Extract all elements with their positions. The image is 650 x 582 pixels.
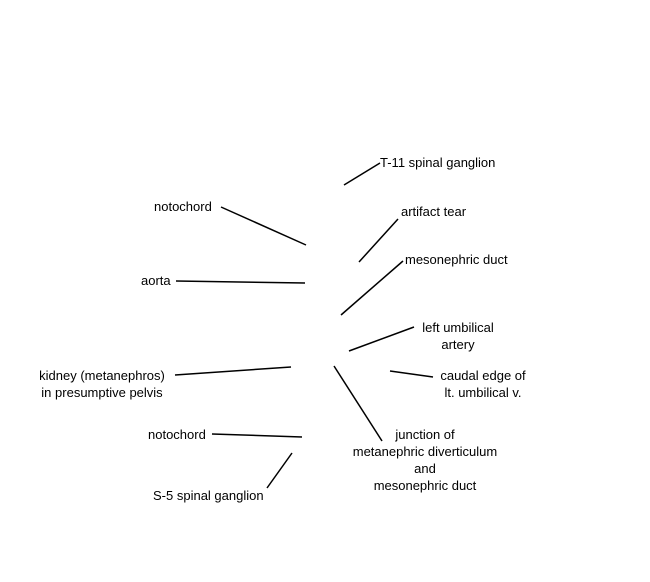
label-kidney-line2: in presumptive pelvis [41,385,163,400]
leader-line-junction [333,365,383,442]
leader-line-mesonephric-duct [340,260,404,316]
label-caudal-edge: caudal edge of lt. umbilical v. [432,367,534,401]
label-caudal-edge-line1: caudal edge of [440,368,526,383]
label-left-umbilical-artery-line2: artery [441,337,475,352]
label-mesonephric-duct: mesonephric duct [405,252,508,267]
leader-line-notochord-upper [220,206,307,246]
label-junction: junction of metanephric diverticulum and… [340,426,510,494]
label-left-umbilical-artery-line1: left umbilical [422,320,494,335]
leader-line-t11-spinal-ganglion [343,162,381,186]
leader-line-aorta [175,280,306,284]
label-kidney: kidney (metanephros) in presumptive pelv… [30,367,174,401]
leader-line-s5-spinal-ganglion [266,452,293,489]
label-junction-line2: metanephric diverticulum [352,444,498,459]
label-junction-line3: and [414,461,436,476]
leader-line-kidney [174,366,292,376]
leader-line-caudal-edge [389,370,434,378]
leader-line-left-umbilical-artery [348,326,415,352]
leader-line-artifact-tear [358,218,399,263]
label-junction-line4: mesonephric duct [373,478,477,493]
label-t11-spinal-ganglion: T-11 spinal ganglion [380,155,496,170]
leader-line-notochord-lower [211,433,303,438]
label-notochord-lower: notochord [148,427,206,442]
label-s5-spinal-ganglion: S-5 spinal ganglion [153,488,264,503]
label-left-umbilical-artery: left umbilical artery [412,319,504,353]
label-junction-line1: junction of [395,427,455,442]
label-notochord-upper: notochord [154,199,212,214]
label-aorta: aorta [141,273,171,288]
label-kidney-line1: kidney (metanephros) [39,368,165,383]
label-caudal-edge-line2: lt. umbilical v. [444,385,522,400]
label-artifact-tear: artifact tear [401,204,467,219]
